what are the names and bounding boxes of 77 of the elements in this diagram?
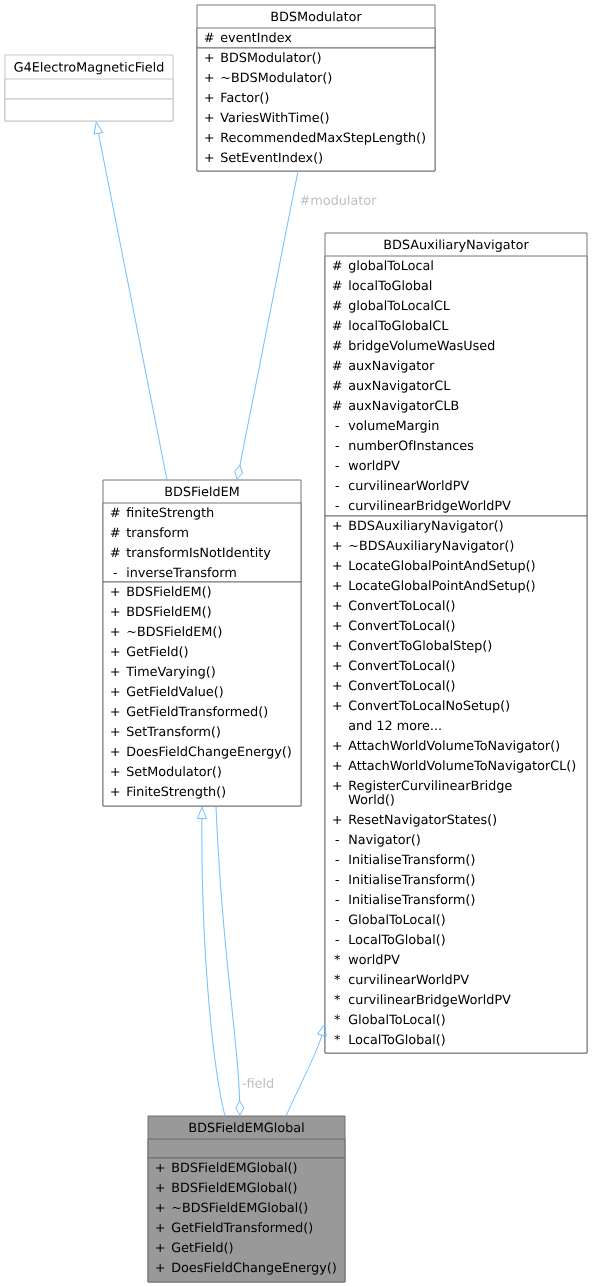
- method-text: + ResetNavigatorStates(): [333, 814, 497, 827]
- attribute-text: - inverseTransform: [113, 567, 236, 578]
- inheritance-arrow: [197, 806, 226, 1117]
- attribute-text: - numberOfInstances: [335, 440, 474, 451]
- method-text: - Navigator(): [335, 834, 420, 847]
- method-text: + RegisterCurvilinearBridge World(): [333, 780, 512, 806]
- attribute-text: # transform: [110, 527, 188, 538]
- method-text: + FiniteStrength(): [111, 786, 225, 799]
- attribute-text: # transformIsNotIdentity: [110, 547, 271, 560]
- method-text: + SetEventIndex(): [205, 152, 322, 164]
- method-text: + BDSFieldEMGlobal(): [156, 1162, 297, 1174]
- method-text: * LocalToGlobal(): [334, 1034, 445, 1046]
- method-text: and 12 more...: [348, 720, 441, 731]
- attribute-text: - worldPV: [335, 460, 400, 471]
- method-text: + Factor(): [205, 92, 269, 104]
- method-text: + BDSFieldEM(): [111, 606, 211, 618]
- attribute-text: # globalToLocal: [332, 260, 433, 273]
- method-text: + LocateGlobalPointAndSetup(): [333, 580, 535, 593]
- method-text: + BDSModulator(): [205, 52, 321, 64]
- attribute-text: # eventIndex: [204, 32, 292, 43]
- inheritance-arrow: [285, 1023, 327, 1117]
- attribute-text: # localToGlobalCL: [332, 320, 449, 331]
- method-text: * curvilinearBridgeWorldPV: [334, 994, 511, 1007]
- method-text: - LocalToGlobal(): [335, 934, 445, 946]
- method-text: - InitialiseTransform(): [335, 874, 475, 886]
- edge-label: #modulator: [298, 194, 378, 206]
- attribute-text: # auxNavigatorCLB: [332, 400, 459, 413]
- attribute-text: - curvilinearWorldPV: [335, 480, 470, 491]
- attribute-text: - volumeMargin: [335, 420, 439, 433]
- method-text: + ConvertToLocal(): [333, 660, 455, 672]
- method-text: + VariesWithTime(): [205, 112, 329, 124]
- method-text: - GlobalToLocal(): [335, 914, 445, 926]
- method-text: + DoesFieldChangeEnergy(): [111, 746, 291, 759]
- method-text: + LocateGlobalPointAndSetup(): [333, 560, 535, 573]
- attribute-text: # bridgeVolumeWasUsed: [332, 340, 495, 353]
- method-text: - InitialiseTransform(): [335, 854, 475, 866]
- method-text: + AttachWorldVolumeToNavigatorCL(): [333, 760, 576, 773]
- method-text: * GlobalToLocal(): [334, 1014, 445, 1026]
- attribute-text: # auxNavigator: [332, 360, 435, 373]
- method-text: + DoesFieldChangeEnergy(): [156, 1262, 336, 1275]
- method-text: + ConvertToLocalNoSetup(): [333, 700, 510, 713]
- edge-label: -field: [240, 1077, 276, 1089]
- attribute-text: - curvilinearBridgeWorldPV: [335, 500, 511, 513]
- attribute-text: # globalToLocalCL: [332, 300, 450, 313]
- method-text: * worldPV: [334, 954, 400, 965]
- method-text: + GetFieldTransformed(): [156, 1222, 313, 1234]
- method-text: + ~BDSModulator(): [205, 72, 332, 84]
- empty-compartment: [147, 1138, 346, 1159]
- empty-compartment: [4, 78, 174, 100]
- method-text: + TimeVarying(): [111, 666, 215, 679]
- attribute-text: # localToGlobal: [332, 280, 432, 291]
- method-text: + ConvertToGlobalStep(): [333, 640, 492, 653]
- method-text: + BDSFieldEM(): [111, 586, 211, 598]
- method-text: + ~BDSAuxiliaryNavigator(): [333, 540, 514, 553]
- aggregation-connector: [234, 170, 299, 480]
- method-text: - InitialiseTransform(): [335, 894, 475, 906]
- method-text: + BDSFieldEMGlobal(): [156, 1182, 297, 1194]
- attribute-text: # auxNavigatorCL: [332, 380, 451, 393]
- method-text: + RecommendedMaxStepLength(): [205, 132, 425, 145]
- method-text: + ~BDSFieldEM(): [111, 626, 222, 638]
- empty-compartment: [4, 98, 174, 122]
- method-text: + GetField(): [111, 646, 188, 658]
- method-text: + ~BDSFieldEMGlobal(): [156, 1202, 308, 1214]
- attribute-text: # finiteStrength: [110, 507, 214, 520]
- method-text: + GetFieldValue(): [111, 686, 223, 698]
- method-text: + BDSAuxiliaryNavigator(): [333, 520, 503, 533]
- aggregation-connector: [215, 805, 245, 1116]
- method-text: + GetField(): [156, 1242, 233, 1254]
- method-text: * curvilinearWorldPV: [334, 974, 469, 985]
- method-text: + SetModulator(): [111, 766, 221, 778]
- inheritance-arrow: [93, 121, 168, 481]
- method-text: + ConvertToLocal(): [333, 620, 455, 632]
- method-text: + SetTransform(): [111, 726, 220, 738]
- method-text: + ConvertToLocal(): [333, 600, 455, 612]
- method-text: + ConvertToLocal(): [333, 680, 455, 692]
- method-text: + GetFieldTransformed(): [111, 706, 268, 718]
- method-text: + AttachWorldVolumeToNavigator(): [333, 740, 560, 753]
